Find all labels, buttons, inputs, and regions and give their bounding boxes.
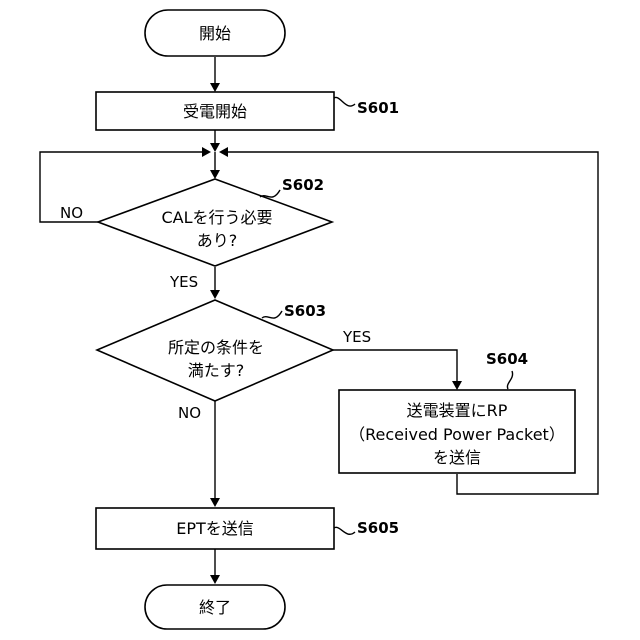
- s602-no-label: NO: [60, 204, 83, 222]
- start-terminal: 開始: [145, 10, 285, 56]
- s604-leader: [507, 371, 512, 389]
- s602-label-line2: あり?: [197, 231, 238, 250]
- arrowhead-end: [210, 575, 220, 584]
- s601-step-label: S601: [357, 99, 399, 117]
- s601-label: 受電開始: [183, 102, 247, 121]
- s602-step-label: S602: [282, 176, 324, 194]
- s603-label-line2: 満たす?: [188, 361, 245, 380]
- end-terminal: 終了: [145, 585, 285, 629]
- end-label: 終了: [199, 598, 231, 617]
- s601-leader: [334, 97, 355, 106]
- arrowhead-s605: [210, 498, 220, 507]
- arrowhead-s601: [210, 83, 220, 92]
- s605-step-label: S605: [357, 519, 399, 537]
- arrowhead-merge-top: [210, 143, 220, 152]
- s604-label-line3: を送信: [433, 448, 481, 467]
- start-label: 開始: [199, 24, 231, 43]
- process-s601: 受電開始 S601: [96, 92, 399, 130]
- connectors: [40, 57, 598, 584]
- s603-no-label: NO: [178, 404, 201, 422]
- s603-step-label: S603: [284, 302, 326, 320]
- s603-leader: [262, 311, 282, 318]
- edge-s603-yes: [333, 350, 457, 382]
- s604-step-label: S604: [486, 350, 528, 368]
- decision-s602: CALを行う必要 あり? S602: [98, 176, 332, 266]
- arrowhead-merge-left: [202, 147, 211, 157]
- decision-s603: 所定の条件を 満たす? S603: [97, 300, 333, 401]
- s602-leader: [260, 190, 280, 197]
- s602-label-line1: CALを行う必要: [161, 208, 272, 227]
- s603-yes-label: YES: [342, 328, 371, 346]
- s604-label-line2: （Received Power Packet）: [349, 425, 565, 444]
- s605-label: EPTを送信: [176, 519, 254, 538]
- arrowhead-merge-right: [219, 147, 228, 157]
- process-s605: EPTを送信 S605: [96, 508, 399, 549]
- arrowhead-s603: [210, 290, 220, 299]
- s605-leader: [334, 527, 355, 534]
- s603-label-line1: 所定の条件を: [168, 338, 264, 357]
- s604-label-line1: 送電装置にRP: [407, 401, 508, 420]
- s602-yes-label: YES: [169, 273, 198, 291]
- arrowhead-s604: [452, 381, 462, 390]
- arrowhead-s602: [210, 170, 220, 179]
